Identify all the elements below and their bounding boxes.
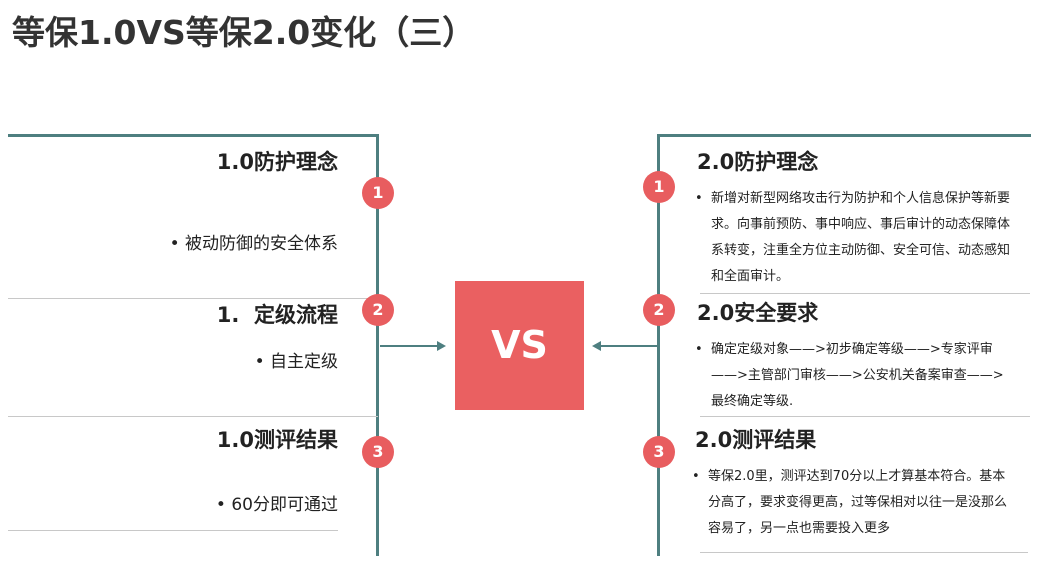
divider (700, 416, 1030, 417)
bullet-dot: • (692, 469, 700, 484)
number-badge: 3 (643, 436, 675, 468)
number-badge: 1 (362, 177, 394, 209)
left-bullet-2: • 自主定级 (255, 347, 338, 372)
number-badge: 1 (643, 171, 675, 203)
left-heading-1: 1.0防护理念 (216, 150, 338, 174)
arrow-head-icon (437, 341, 446, 351)
right-heading-2: 2.0安全要求 (697, 301, 819, 325)
right-heading-3: 2.0测评结果 (695, 428, 817, 452)
bullet-dot: • (169, 234, 180, 254)
bullet-dot: • (215, 495, 226, 515)
bullet-text: 确定定级对象——>初步确定等级——>专家评审——>主管部门审核——>公安机关备案… (711, 342, 1004, 409)
left-bullet-3: • 60分即可通过 (216, 490, 338, 515)
bullet-text: 被动防御的安全体系 (185, 234, 338, 254)
left-bullet-1: • 被动防御的安全体系 (170, 229, 338, 254)
bullet-dot: • (695, 342, 703, 357)
divider (700, 293, 1030, 294)
bullet-dot: • (695, 191, 703, 206)
divider (700, 552, 1028, 553)
bullet-text: 自主定级 (270, 352, 338, 372)
right-bullet-1: • 新增对新型网络攻击行为防护和个人信息保护等新要求。向事前预防、事中响应、事后审… (695, 186, 1016, 290)
divider (8, 416, 378, 417)
arrow-head-icon (592, 341, 601, 351)
left-top-rule (8, 134, 379, 137)
number-badge: 2 (362, 294, 394, 326)
left-arrow (380, 345, 438, 347)
bullet-dot: • (254, 352, 265, 372)
right-heading-1: 2.0防护理念 (697, 150, 819, 174)
page-title: 等保1.0VS等保2.0变化（三） (12, 13, 476, 52)
divider (8, 298, 378, 299)
right-bullet-3: • 等保2.0里，测评达到70分以上才算基本符合。基本分高了，要求变得更高，过等保… (692, 464, 1018, 542)
right-top-rule (657, 134, 1031, 137)
left-vertical-rule (376, 134, 379, 556)
left-heading-3: 1.0测评结果 (216, 428, 338, 452)
right-bullet-2: • 确定定级对象——>初步确定等级——>专家评审——>主管部门审核——>公安机关备… (695, 337, 1016, 415)
bullet-text: 60分即可通过 (231, 495, 338, 515)
bullet-text: 等保2.0里，测评达到70分以上才算基本符合。基本分高了，要求变得更高，过等保相… (708, 469, 1008, 536)
divider (8, 530, 338, 531)
left-heading-2: 1. 定级流程 (216, 303, 338, 327)
number-badge: 3 (362, 436, 394, 468)
number-badge: 2 (643, 294, 675, 326)
right-vertical-rule (657, 134, 660, 556)
bullet-text: 新增对新型网络攻击行为防护和个人信息保护等新要求。向事前预防、事中响应、事后审计… (711, 191, 1011, 284)
right-arrow (601, 345, 657, 347)
vs-box: VS (455, 281, 584, 410)
